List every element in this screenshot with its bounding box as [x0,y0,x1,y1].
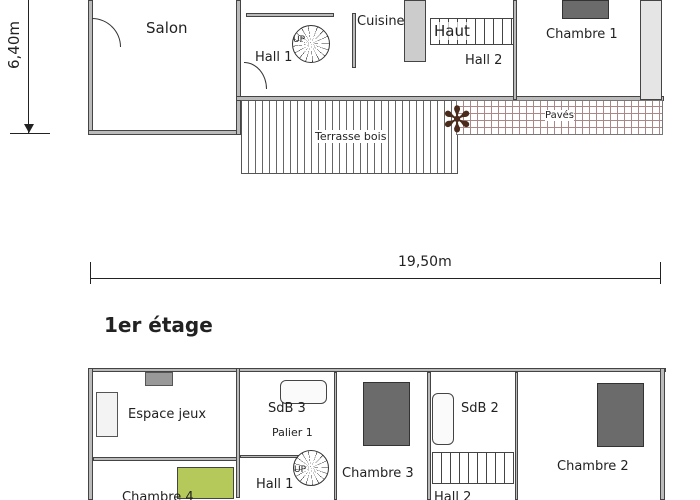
room-label-hall1: Hall 1 [255,50,293,65]
stairs-up-label-first: UP [294,465,307,475]
width-dimension-line [90,278,660,279]
room-label-sdb3: SdB 3 [268,401,306,416]
bed-chambre2 [597,383,644,447]
room-label-cuisine: Cuisine [357,14,405,29]
main-staircase-first [432,452,514,484]
room-label-chambre3: Chambre 3 [342,466,414,481]
room-label-sdb2: SdB 2 [461,401,499,416]
kitchen-divider [352,13,356,68]
room-label-chambre4: Chambre 4 [122,490,194,500]
room-label-palier1: Palier 1 [272,426,313,439]
room-label-espace-jeux: Espace jeux [128,407,207,422]
bathtub-sdb3 [280,380,327,404]
child-bed [177,467,234,499]
room-label-chambre1: Chambre 1 [546,27,618,42]
hall1-door[interactable] [244,62,267,89]
height-dimension-label: 6,40m [5,20,24,70]
arrow-down-icon [24,124,34,133]
tree-icon: ✻ [442,100,473,141]
width-dimension-label: 19,50m [398,254,452,270]
hall1-wall [240,455,300,458]
salon-right-wall [236,0,241,135]
terrace-label: Terrasse bois [315,130,387,143]
salon-bottom-wall [88,130,240,135]
room-label-hall2-first: Hall 2 [434,490,472,500]
first-floor-right-wall [660,368,665,500]
chambre1-right-wall [640,0,662,100]
espace-jeux-right-wall [236,368,240,498]
room-label-salon: Salon [146,19,188,37]
bed-chambre3 [363,382,410,446]
chambre1-wall [513,0,517,100]
room-label-chambre2: Chambre 2 [557,459,629,474]
stairs-up-label: UP [293,35,306,45]
sofa-icon [96,392,118,437]
salon-door[interactable] [92,18,121,47]
kitchen-counter [404,0,426,62]
width-dimension-tick-left [90,262,91,284]
first-floor-top-wall [88,368,666,372]
spiral-staircase [292,25,330,63]
spiral-staircase-first [293,450,329,486]
paved-label: Pavés [545,110,574,121]
height-dimension-line [28,0,29,133]
width-dimension-tick-right [660,262,661,284]
chambre2-left-wall [515,372,518,500]
height-dimension-tick [10,133,50,134]
chambre3-left-wall [334,372,337,500]
first-floor-title: 1er étage [104,313,213,337]
stairs-haut-label: Haut [434,22,470,40]
chambre3-right-wall [427,372,431,500]
desk [145,372,173,386]
bathtub-sdb2 [432,393,454,445]
hall1-wall [246,13,334,17]
room-label-hall2: Hall 2 [465,53,503,68]
espace-jeux-bottom-wall [93,457,239,461]
bed-chambre1 [562,0,609,19]
room-label-hall1-first: Hall 1 [256,477,294,492]
first-floor-left-wall [88,368,93,500]
